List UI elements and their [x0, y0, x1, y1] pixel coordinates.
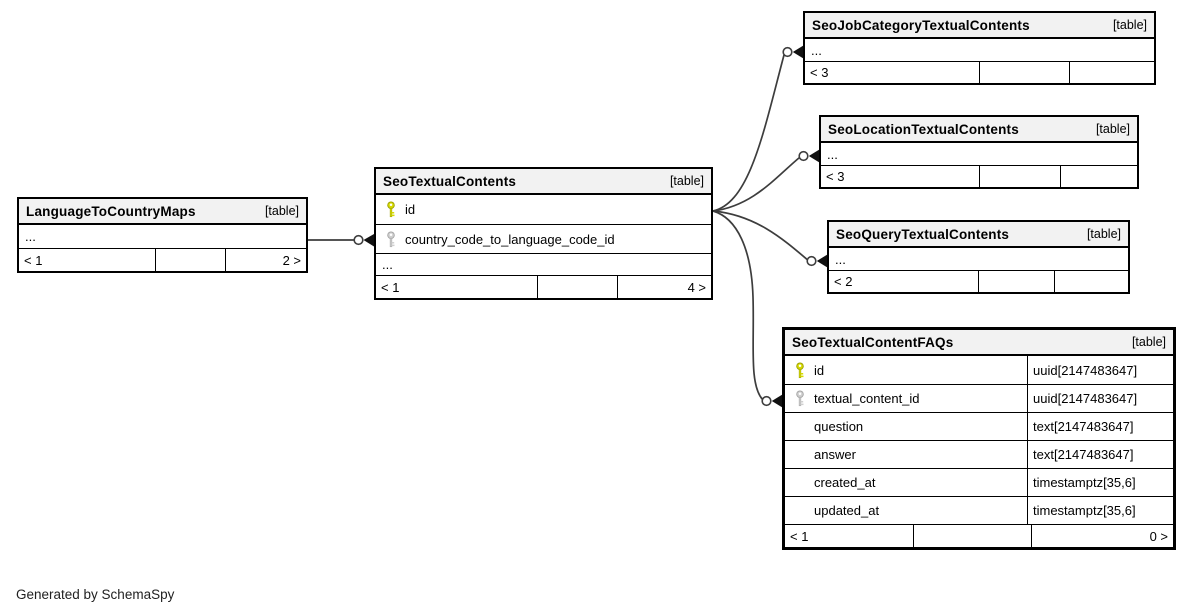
- footer-parents: < 1: [790, 528, 809, 544]
- table-type-label: [table]: [1131, 335, 1166, 349]
- column-type: text[2147483647]: [1027, 413, 1173, 440]
- arrow-icon: [363, 234, 374, 247]
- table-type-label: [table]: [1112, 18, 1147, 32]
- columns-ellipsis: ...: [827, 146, 838, 162]
- column-type: uuid[2147483647]: [1027, 356, 1173, 384]
- table-title[interactable]: SeoTextualContentFAQs: [792, 334, 954, 350]
- column-row: id uuid[2147483647]: [785, 356, 1173, 384]
- foreign-key-icon: [791, 390, 809, 407]
- table-seo-textual-content-faqs[interactable]: SeoTextualContentFAQs [table] id uuid[21…: [782, 327, 1176, 550]
- table-seo-job-category-textual-contents[interactable]: SeoJobCategoryTextualContents [table] ..…: [803, 11, 1156, 85]
- column-row: question text[2147483647]: [785, 412, 1173, 440]
- footer-mid: [913, 525, 1031, 547]
- table-header: LanguageToCountryMaps [table]: [19, 199, 306, 225]
- primary-key-icon: [791, 361, 809, 379]
- footer-parents: < 3: [826, 169, 845, 184]
- table-header: SeoLocationTextualContents [table]: [821, 117, 1137, 143]
- generator-credit: Generated by SchemaSpy: [16, 587, 175, 602]
- table-footer: < 2: [829, 270, 1128, 292]
- arrow-icon: [792, 45, 803, 59]
- footer-children: [1060, 166, 1137, 187]
- table-title[interactable]: SeoTextualContents: [383, 173, 517, 189]
- column-name: id: [405, 202, 416, 217]
- table-footer: < 1 2 >: [19, 248, 306, 271]
- footer-parents: < 1: [24, 252, 43, 268]
- edge-end-markers: [353, 45, 827, 408]
- foreign-key-icon: [382, 230, 400, 248]
- table-type-label: [table]: [264, 204, 299, 218]
- circle-marker-icon: [761, 395, 772, 407]
- footer-children: 0 >: [1031, 525, 1173, 547]
- table-type-label: [table]: [1095, 122, 1130, 136]
- arrow-icon: [816, 254, 827, 268]
- footer-mid: [979, 62, 1069, 83]
- circle-marker-icon: [353, 234, 364, 246]
- table-header: SeoQueryTextualContents [table]: [829, 222, 1128, 248]
- column-row: created_at timestamptz[35,6]: [785, 468, 1173, 496]
- column-row: country_code_to_language_code_id: [376, 224, 711, 253]
- column-row: id: [376, 195, 711, 224]
- table-header: SeoTextualContentFAQs [table]: [785, 330, 1173, 356]
- footer-mid: [979, 166, 1060, 187]
- circle-marker-icon: [782, 46, 793, 58]
- column-row: updated_at timestamptz[35,6]: [785, 496, 1173, 524]
- table-header: SeoTextualContents [table]: [376, 169, 711, 195]
- columns-ellipsis: ...: [811, 42, 822, 58]
- circle-marker-icon: [798, 150, 809, 162]
- column-name: created_at: [814, 475, 876, 490]
- edge-seotextualcontents-seojobcategory: [712, 54, 785, 212]
- column-type: text[2147483647]: [1027, 441, 1173, 468]
- column-type: uuid[2147483647]: [1027, 385, 1173, 412]
- footer-mid: [155, 249, 225, 271]
- footer-parents: < 3: [810, 65, 829, 80]
- arrow-icon: [808, 149, 819, 163]
- column-type: timestamptz[35,6]: [1027, 497, 1173, 524]
- table-footer: < 3: [805, 61, 1154, 83]
- columns-ellipsis: ...: [835, 251, 846, 267]
- columns-ellipsis: ...: [25, 229, 36, 244]
- column-name: id: [814, 362, 825, 378]
- table-footer: < 3: [821, 165, 1137, 187]
- edge-seotextualcontents-seoquery: [712, 210, 809, 261]
- footer-children: 4 >: [617, 276, 711, 298]
- column-row: answer text[2147483647]: [785, 440, 1173, 468]
- table-header: SeoJobCategoryTextualContents [table]: [805, 13, 1154, 39]
- table-title[interactable]: SeoLocationTextualContents: [828, 121, 1019, 137]
- footer-children: 2 >: [225, 249, 306, 271]
- table-type-label: [table]: [1086, 227, 1121, 241]
- footer-mid: [978, 271, 1054, 292]
- arrow-icon: [771, 394, 782, 408]
- table-language-to-country-maps[interactable]: LanguageToCountryMaps [table] ... < 1 2 …: [17, 197, 308, 273]
- table-seo-location-textual-contents[interactable]: SeoLocationTextualContents [table] ... <…: [819, 115, 1139, 189]
- column-name: answer: [814, 447, 856, 462]
- footer-parents: < 1: [381, 279, 400, 295]
- primary-key-icon: [382, 201, 400, 218]
- footer-parents: < 2: [834, 274, 853, 289]
- footer-children: [1054, 271, 1128, 292]
- circle-marker-icon: [806, 255, 817, 267]
- table-title[interactable]: LanguageToCountryMaps: [26, 203, 196, 219]
- table-type-label: [table]: [669, 174, 704, 188]
- table-seo-textual-contents[interactable]: SeoTextualContents [table] id country_co…: [374, 167, 713, 300]
- edge-seotextualcontents-seolocation: [712, 156, 801, 212]
- column-type: timestamptz[35,6]: [1027, 469, 1173, 496]
- footer-mid: [537, 276, 617, 298]
- column-name: question: [814, 419, 864, 434]
- edge-seotextualcontents-seofaqs: [712, 210, 764, 401]
- table-footer: < 1 0 >: [785, 524, 1173, 547]
- footer-children: [1069, 62, 1154, 83]
- column-name: country_code_to_language_code_id: [405, 231, 615, 247]
- column-row: textual_content_id uuid[2147483647]: [785, 384, 1173, 412]
- table-title[interactable]: SeoJobCategoryTextualContents: [812, 17, 1030, 33]
- table-footer: < 1 4 >: [376, 275, 711, 298]
- column-name: updated_at: [814, 503, 880, 518]
- table-title[interactable]: SeoQueryTextualContents: [836, 226, 1010, 242]
- table-seo-query-textual-contents[interactable]: SeoQueryTextualContents [table] ... < 2: [827, 220, 1130, 294]
- column-name: textual_content_id: [814, 391, 920, 406]
- columns-ellipsis: ...: [376, 253, 711, 275]
